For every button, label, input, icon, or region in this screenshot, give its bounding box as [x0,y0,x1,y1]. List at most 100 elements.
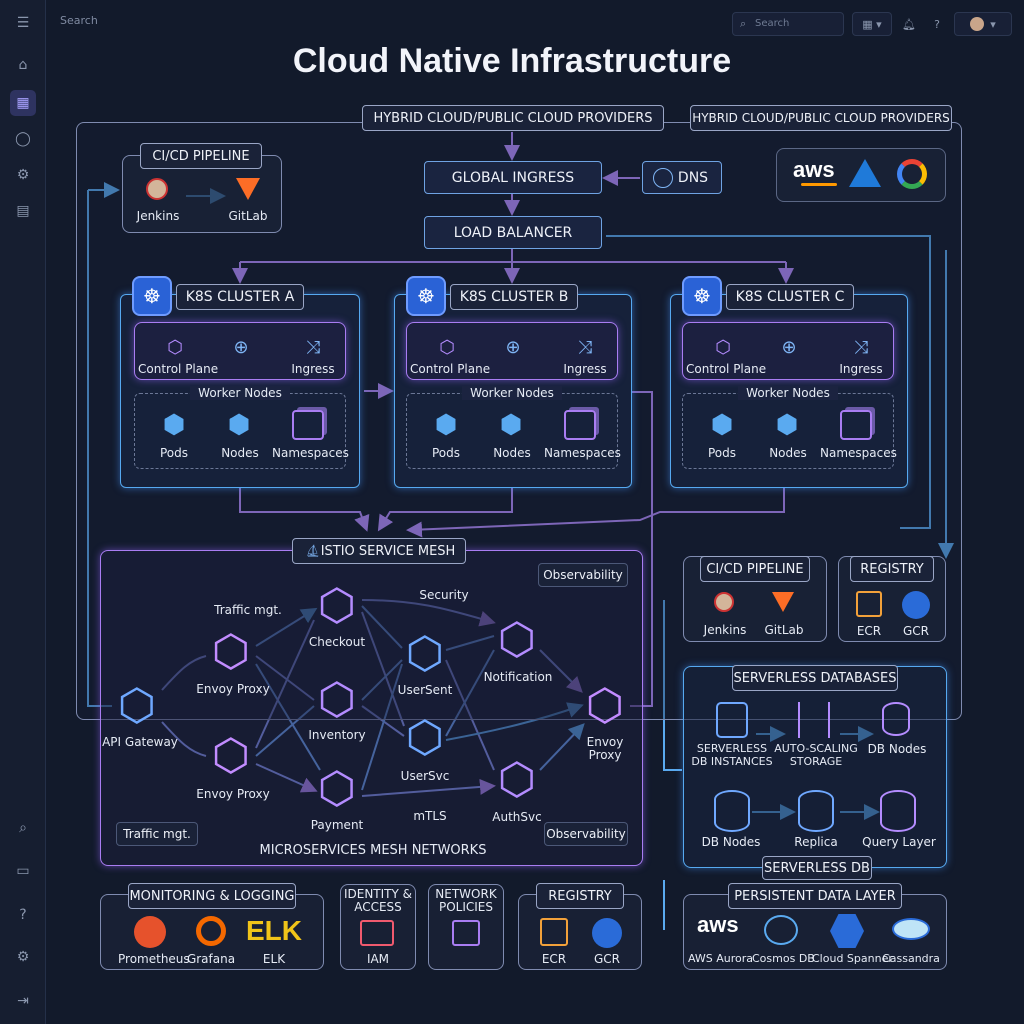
settings-icon[interactable]: ⚙ [16,949,30,965]
network-icon: ⊕ [233,336,249,358]
identity-title: IDENTITY & ACCESS [343,887,413,914]
jenkins-icon [714,592,734,612]
registry-bottom-title: REGISTRY [536,883,624,909]
worker-nodes-label: Worker Nodes [190,386,290,400]
traffic-mgt-bottom: Traffic mgt. [116,822,198,846]
query-layer-label: Query Layer [862,835,936,849]
aws-icon: aws [697,912,739,937]
menu-icon[interactable]: ☰ [16,15,30,31]
pods-icon: ⬢ [162,410,186,440]
namespaces-icon [840,410,872,440]
envoy-proxy-icon[interactable]: ⬡ [211,729,251,781]
authsvc-icon[interactable]: ⬡ [497,753,537,805]
home-icon[interactable]: ⌂ [18,57,28,73]
envoy-proxy-icon[interactable]: ⬡ [211,625,251,677]
checkout-icon[interactable]: ⬡ [317,579,357,631]
search-icon[interactable]: ⌕ [19,820,27,836]
db-nodes-top-label: DB Nodes [867,742,927,756]
user-icon[interactable]: ◯ [15,131,31,147]
load-balancer-box[interactable]: LOAD BALANCER [424,216,602,249]
ingress-label: Ingress [839,362,883,376]
namespaces-label: Namespaces [820,446,897,460]
control-plane-label: Control Plane [686,362,767,376]
cosmos-db-label: Cosmos DB [752,952,815,965]
db-instance-icon [716,702,748,738]
serverless-title: SERVERLESS DATABASES [732,665,898,691]
security-label: Security [419,588,469,602]
usersvc-icon[interactable]: ⬡ [405,711,445,763]
jenkins-label: Jenkins [136,209,180,223]
inventory-label: Inventory [308,728,366,742]
notification-button[interactable]: 🔔︎ [898,12,920,36]
cluster-b-title: K8S CLUSTER B [450,284,578,310]
help-button[interactable]: ? [926,12,948,36]
control-plane-label: Control Plane [138,362,219,376]
cluster-c-control [682,322,894,380]
sail-icon: ⛵︎ [305,544,321,558]
cluster-a-control [134,322,346,380]
envoy-proxy-icon[interactable]: ⬡ [585,679,625,731]
usersent-label: UserSent [397,683,453,697]
avatar [970,17,985,31]
ecr-icon [540,918,568,946]
elk-label: ELK [262,952,286,966]
prometheus-icon [134,916,166,948]
cicd-top-title: CI/CD PIPELINE [140,143,262,169]
mtls-label: mTLS [413,809,447,823]
pods-label: Pods [707,446,737,460]
document-icon[interactable]: ▤ [16,203,30,219]
kubernetes-icon: ☸ [682,276,722,316]
profile-button[interactable]: ▾ [954,12,1012,36]
control-plane-icon: ⬡ [715,336,731,358]
help-icon: ? [934,17,940,31]
gitlab-label: GitLab [228,209,268,223]
id-card-icon [360,920,394,946]
control-plane-icon: ⬡ [439,336,455,358]
network-title: NETWORK POLICIES [435,887,497,914]
nodes-label: Nodes [221,446,259,460]
cassandra-label: Cassandra [882,952,940,965]
help-icon[interactable]: ? [19,907,27,923]
notification-label: Notification [483,670,553,684]
apps-button[interactable]: ▦ ▾ [852,12,892,36]
grafana-icon [196,916,226,946]
mesh-title: ISTIO SERVICE MESH [320,543,456,559]
ingress-icon: ⤨ [577,336,593,358]
payment-label: Payment [310,818,364,832]
gcr-right-label: GCR [902,624,929,638]
global-ingress-box[interactable]: GLOBAL INGRESS [424,161,602,194]
cluster-c-title: K8S CLUSTER C [726,284,854,310]
cluster-a-title: K8S CLUSTER A [176,284,304,310]
registry-right-title: REGISTRY [850,556,934,582]
globe-icon [653,168,673,188]
worker-nodes-label: Worker Nodes [738,386,838,400]
dns-box[interactable]: DNS [642,161,722,194]
cassandra-icon [892,918,930,940]
observability-bottom: Observability [544,822,628,846]
authsvc-label: AuthSvc [492,810,542,824]
payment-icon[interactable]: ⬡ [317,762,357,814]
namespaces-icon [292,410,324,440]
providers-label: HYBRID CLOUD/PUBLIC CLOUD PROVIDERS [362,105,664,131]
network-icon: ⊕ [781,336,797,358]
gear-icon[interactable]: ⚙ [16,167,30,183]
namespaces-icon [564,410,596,440]
grid-icon[interactable]: ▦ [10,90,36,116]
usersent-icon[interactable]: ⬡ [405,627,445,679]
inventory-icon[interactable]: ⬡ [317,673,357,725]
api-gateway-icon[interactable]: ⬡ [117,679,157,731]
database-icon [798,790,834,832]
pods-label: Pods [159,446,189,460]
search-input[interactable]: ⌕ Search [732,12,844,36]
pods-icon: ⬢ [434,410,458,440]
jenkins-right-label: Jenkins [703,623,747,637]
gitlab-icon [236,178,260,200]
jenkins-icon [146,178,168,200]
db-nodes-label: DB Nodes [701,835,761,849]
terminal-icon[interactable]: ▭ [16,863,30,879]
topbar-search-label[interactable]: Search [60,14,98,27]
notification-icon[interactable]: ⬡ [497,613,537,665]
envoy-c-label: Envoy Proxy [586,735,624,762]
providers-label-side: HYBRID CLOUD/PUBLIC CLOUD PROVIDERS [690,105,952,131]
logout-icon[interactable]: ⇥ [17,993,29,1009]
